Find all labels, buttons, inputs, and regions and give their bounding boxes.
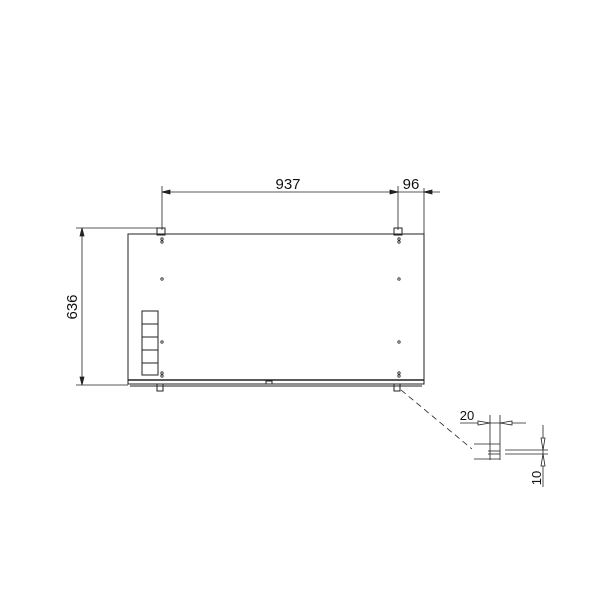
cabinet-outline: [127, 233, 425, 385]
dimension-height: 636: [64, 294, 81, 319]
cabinet-front-view: [127, 227, 425, 392]
mounting-holes: [160, 237, 401, 378]
dimension-detail-height: 10: [529, 471, 544, 485]
terminal-block: [141, 310, 159, 376]
dimension-top-span: 937: [275, 176, 300, 193]
detail-leader-line: [400, 389, 473, 450]
dimension-detail-width: 20: [460, 408, 474, 423]
dimension-lines: [76, 186, 440, 386]
dimension-right-offset: 96: [403, 176, 420, 193]
detail-view: [400, 389, 548, 487]
